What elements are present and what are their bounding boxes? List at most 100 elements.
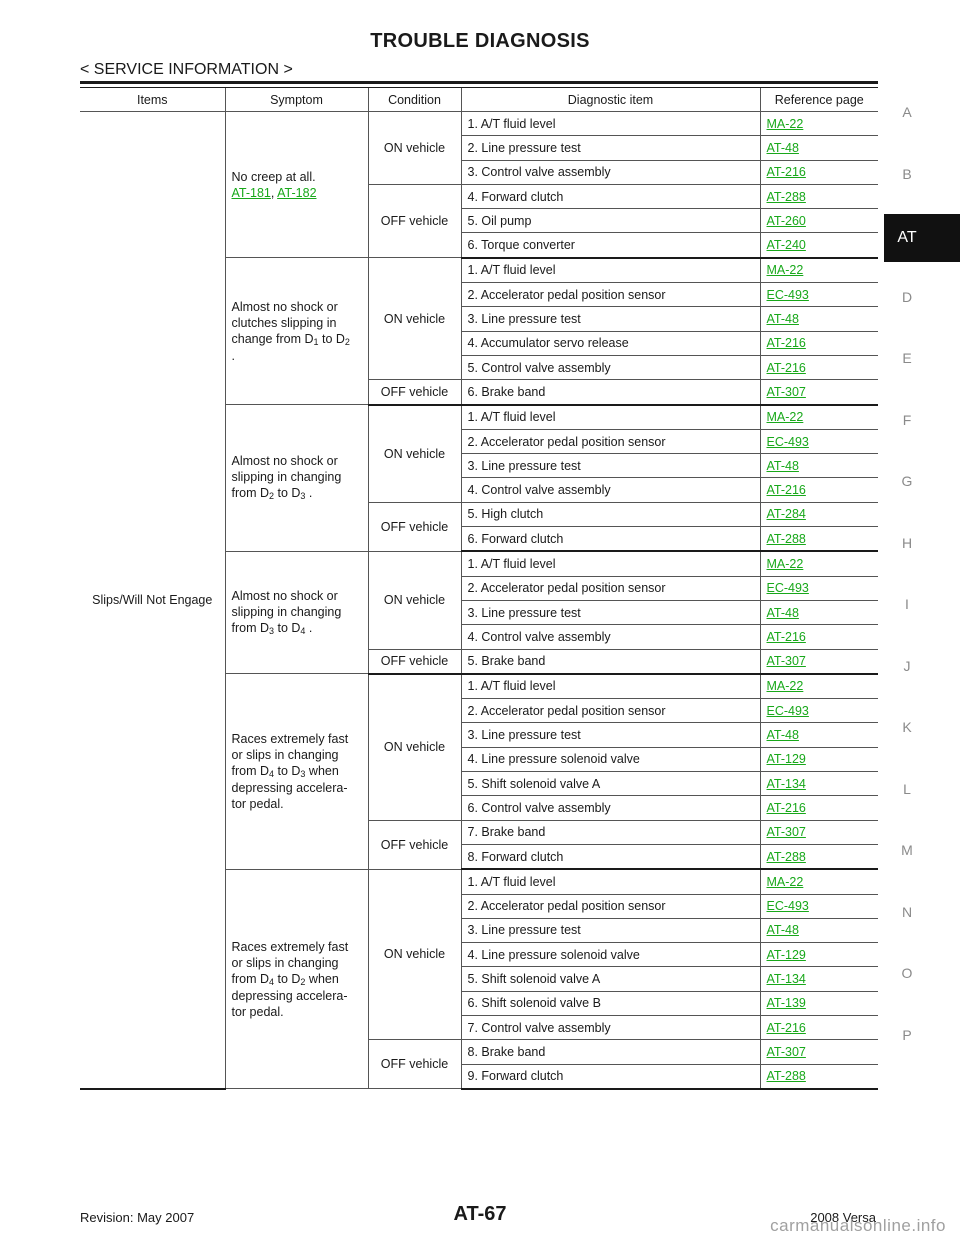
subscript: 3	[269, 626, 275, 637]
reference-link[interactable]: AT-216	[766, 629, 806, 644]
side-tab-letter[interactable]: I	[905, 596, 909, 612]
reference-cell: MA-22	[759, 869, 878, 895]
reference-link[interactable]: MA-22	[766, 874, 804, 889]
diagnostic-item-cell: 1. A/T fluid level	[460, 869, 760, 895]
reference-link[interactable]: AT-307	[766, 384, 806, 399]
side-tab-letter[interactable]: A	[902, 104, 912, 120]
reference-link[interactable]: AT-307	[766, 825, 806, 840]
table-row: 4. Control valve assembly AT-216	[80, 624, 878, 650]
reference-link[interactable]: AT-134	[766, 776, 806, 791]
symptom-line: slipping in changing	[231, 605, 342, 620]
side-tab-letter[interactable]: L	[903, 780, 911, 797]
side-tab-letter[interactable]: J	[903, 657, 911, 674]
side-tab-letter[interactable]: P	[902, 1026, 912, 1043]
side-tab-letter[interactable]: B	[902, 165, 912, 182]
reference-link[interactable]: AT-288	[766, 849, 806, 864]
reference-link[interactable]: AT-48	[766, 140, 799, 155]
reference-link[interactable]: MA-22	[766, 263, 804, 278]
reference-cell: AT-307	[759, 1039, 878, 1065]
diagnostic-item-cell: 6. Forward clutch	[460, 526, 760, 553]
reference-link[interactable]: AT-216	[766, 165, 806, 180]
reference-link[interactable]: EC-493	[766, 899, 809, 914]
side-tab-letter[interactable]: O	[901, 965, 913, 981]
reference-link[interactable]: EC-493	[766, 434, 809, 449]
diagnostic-item-cell: 1. A/T fluid level	[460, 551, 760, 577]
reference-link[interactable]: AT-139	[766, 996, 806, 1011]
reference-link[interactable]: AT-181	[231, 185, 271, 200]
reference-link[interactable]: AT-216	[766, 336, 806, 351]
reference-link[interactable]: AT-48	[766, 728, 799, 743]
reference-link[interactable]: MA-22	[766, 556, 804, 571]
reference-link[interactable]: AT-48	[766, 605, 799, 620]
reference-link[interactable]: AT-284	[766, 507, 806, 522]
reference-link[interactable]: AT-260	[766, 213, 806, 228]
side-tab-letter[interactable]: E	[902, 350, 912, 366]
subscript: 1	[313, 336, 319, 347]
symptom-line: depressing accelera-	[231, 988, 348, 1003]
side-tab-letter[interactable]: N	[901, 903, 913, 920]
diagnostic-item-cell: 4. Control valve assembly	[460, 624, 760, 650]
diagnostic-item-cell: 6. Brake band	[460, 379, 760, 406]
diagnostic-item-cell: 5. Shift solenoid valve A	[460, 966, 760, 992]
condition-cell: ON vehicle	[367, 257, 461, 381]
side-tab-letter[interactable]: H	[901, 534, 913, 551]
reference-cell: MA-22	[759, 404, 878, 430]
reference-link[interactable]: AT-129	[766, 752, 806, 767]
reference-link[interactable]: AT-288	[766, 531, 806, 546]
reference-link[interactable]: AT-288	[766, 1069, 806, 1084]
reference-link[interactable]: MA-22	[766, 116, 804, 131]
reference-link[interactable]: EC-493	[766, 703, 809, 718]
reference-link[interactable]: EC-493	[766, 287, 809, 302]
reference-link[interactable]: AT-307	[766, 654, 806, 669]
reference-cell: AT-48	[759, 600, 878, 626]
side-tab-active[interactable]: AT	[884, 214, 960, 262]
side-tab-letter[interactable]: M	[901, 842, 913, 858]
reference-link[interactable]: AT-216	[766, 360, 806, 375]
diagnostic-item-cell: 4. Accumulator servo release	[460, 331, 760, 356]
side-tab-letter[interactable]: G	[901, 473, 913, 489]
reference-link[interactable]: AT-307	[766, 1044, 806, 1059]
reference-link[interactable]: EC-493	[766, 581, 809, 596]
diagnostic-item-cell: 8. Forward clutch	[460, 844, 760, 871]
reference-link[interactable]: AT-216	[766, 1020, 806, 1035]
reference-link[interactable]: AT-240	[766, 238, 806, 253]
reference-link[interactable]: AT-129	[766, 947, 806, 962]
diagnostic-item-cell: 2. Accelerator pedal position sensor	[460, 698, 760, 724]
diagnostic-item-cell: 2. Line pressure test	[460, 135, 760, 161]
reference-link[interactable]: AT-288	[766, 189, 806, 204]
diagnostic-item-cell: 1. A/T fluid level	[460, 257, 760, 284]
condition-cell: OFF vehicle	[367, 649, 461, 675]
reference-link[interactable]: AT-48	[766, 312, 799, 327]
diagnostic-item-cell: 5. High clutch	[460, 502, 760, 528]
side-tab-letter[interactable]: F	[902, 411, 912, 428]
reference-link[interactable]: MA-22	[766, 410, 804, 425]
reference-link[interactable]: AT-48	[766, 458, 799, 473]
symptom-line: or slips in changing	[231, 955, 339, 970]
symptom-line: slipping in changing	[231, 470, 342, 485]
symptom-line: Almost no shock or	[231, 299, 338, 314]
reference-cell: EC-493	[759, 576, 878, 601]
reference-link[interactable]: AT-134	[766, 972, 806, 987]
reference-link[interactable]: AT-216	[766, 483, 806, 498]
table-row: 4. Accumulator servo release AT-216	[80, 331, 878, 356]
table-row: 2. Accelerator pedal position sensor EC-4…	[80, 698, 878, 724]
column-header: Symptom	[224, 88, 368, 112]
reference-link[interactable]: MA-22	[766, 679, 804, 694]
reference-cell: AT-288	[759, 526, 878, 553]
condition-cell: OFF vehicle	[367, 1039, 461, 1090]
side-tab-letter[interactable]: D	[901, 288, 913, 305]
reference-link[interactable]: AT-216	[766, 800, 806, 815]
reference-link[interactable]: AT-182	[277, 185, 317, 200]
table-header-row: Items Symptom Condition Diagnostic item …	[80, 88, 878, 112]
condition-cell: OFF vehicle	[367, 184, 461, 259]
diagnostic-item-cell: 6. Control valve assembly	[460, 795, 760, 821]
subscript: 4	[300, 626, 306, 637]
side-tab-letter[interactable]: K	[902, 719, 912, 735]
reference-link[interactable]: AT-48	[766, 923, 799, 938]
